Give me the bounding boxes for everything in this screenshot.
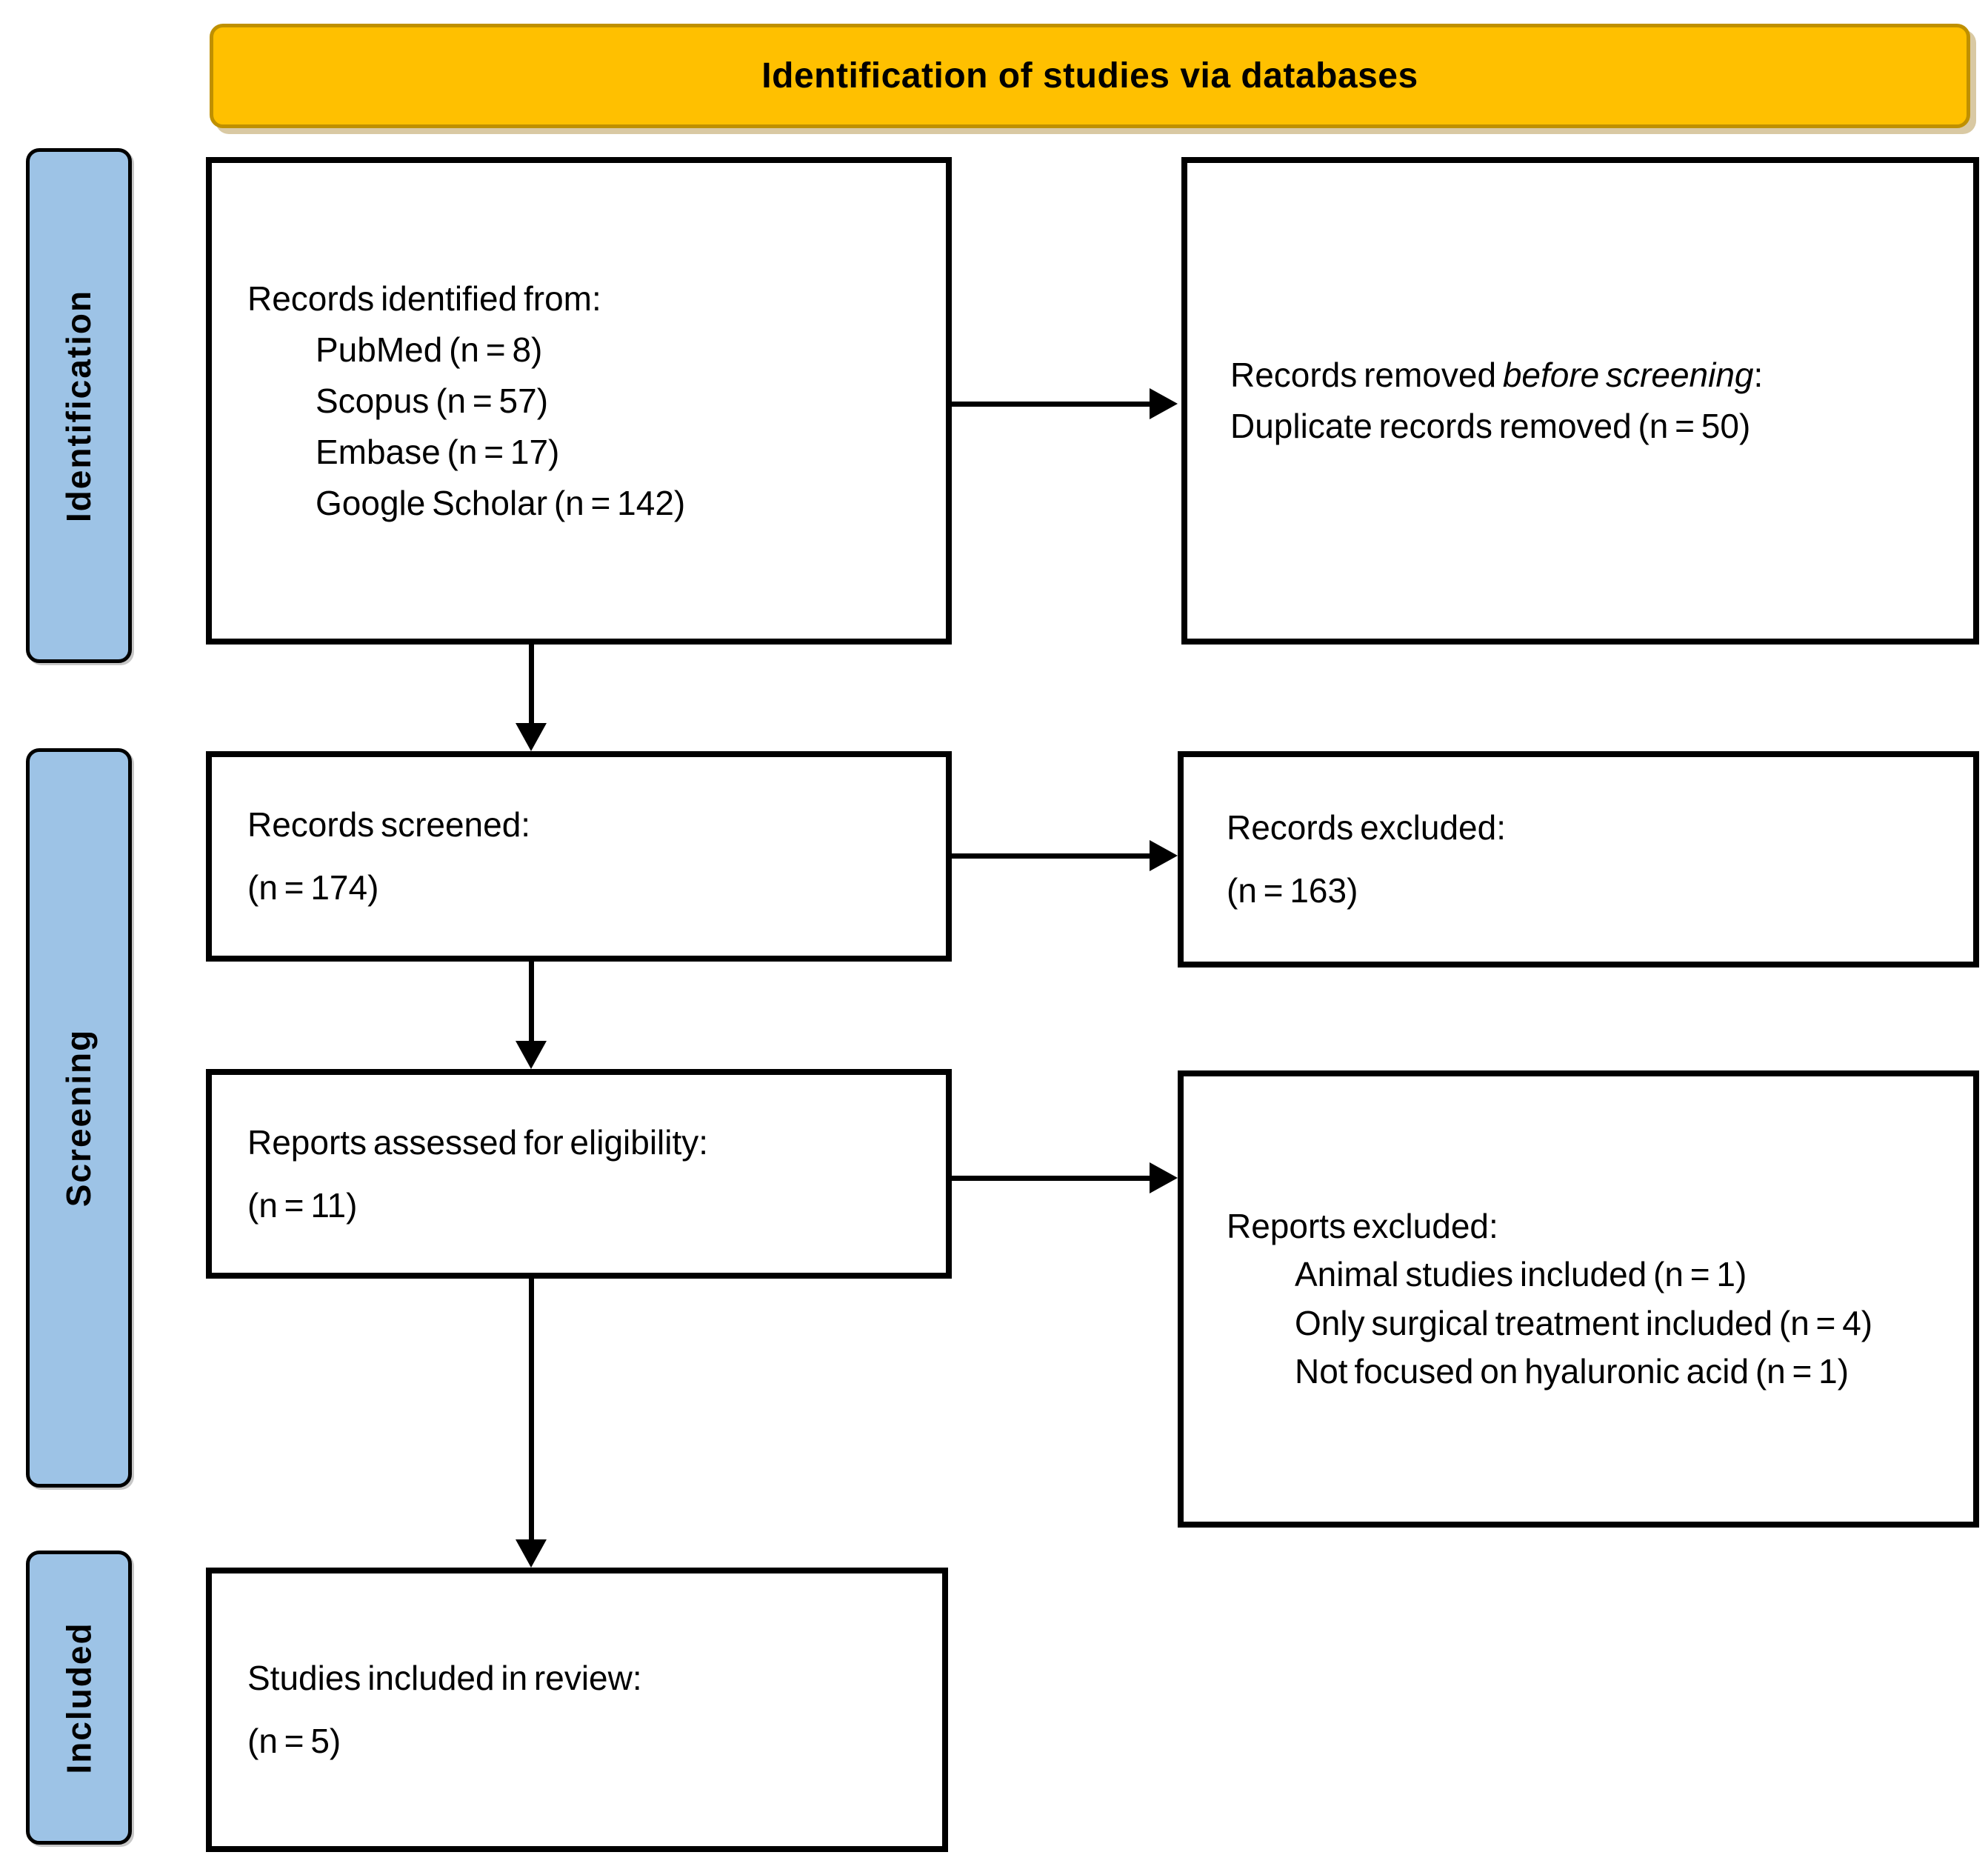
records-identified-item: Google Scholar (n = 142): [316, 483, 686, 522]
stage-identification-label: Identification: [59, 289, 99, 522]
stage-included-label: Included: [59, 1621, 99, 1774]
stage-included: Included: [26, 1551, 132, 1845]
arrow-screened-to-excluded: [952, 853, 1152, 859]
reports-excluded-item: Only surgical treatment included (n = 4): [1295, 1303, 1873, 1342]
arrow-assessed-to-included: [529, 1279, 534, 1544]
arrowhead-down-icon: [516, 723, 547, 751]
records-excluded-count: (n = 163): [1227, 871, 1358, 910]
box-records-screened: Records screened: (n = 174): [206, 751, 952, 962]
box-reports-excluded: Reports excluded: Animal studies include…: [1178, 1070, 1979, 1528]
header-title: Identification of studies via databases: [761, 56, 1418, 96]
box-records-removed: Records removed before screening: Duplic…: [1181, 157, 1979, 645]
reports-excluded-item: Animal studies included (n = 1): [1295, 1255, 1747, 1294]
reports-excluded-intro: Reports excluded:: [1227, 1206, 1498, 1245]
records-identified-item: PubMed (n = 8): [316, 330, 543, 369]
reports-excluded-item: Not focused on hyaluronic acid (n = 1): [1295, 1351, 1849, 1391]
studies-included-line1: Studies included in review:: [247, 1659, 642, 1697]
arrow-identified-to-screened: [529, 645, 534, 727]
stage-identification: Identification: [26, 148, 132, 663]
arrowhead-right-icon: [1150, 840, 1178, 871]
arrowhead-down-icon: [516, 1539, 547, 1568]
records-screened-count: (n = 174): [247, 868, 379, 907]
stage-screening: Screening: [26, 748, 132, 1488]
records-removed-prefix: Records removed: [1230, 356, 1503, 394]
header-banner: Identification of studies via databases: [210, 24, 1970, 128]
records-screened-line1: Records screened:: [247, 805, 531, 844]
arrow-identified-to-removed: [952, 402, 1152, 407]
reports-assessed-line1: Reports assessed for eligibility:: [247, 1122, 709, 1162]
box-studies-included: Studies included in review: (n = 5): [206, 1568, 948, 1852]
arrow-assessed-to-reports-excluded: [952, 1176, 1152, 1181]
records-removed-line2: Duplicate records removed (n = 50): [1230, 407, 1751, 445]
arrowhead-right-icon: [1150, 388, 1178, 419]
arrow-screened-to-assessed: [529, 962, 534, 1045]
records-identified-item: Embase (n = 17): [316, 432, 560, 471]
records-identified-item: Scopus (n = 57): [316, 381, 549, 420]
box-records-excluded: Records excluded: (n = 163): [1178, 751, 1979, 968]
records-identified-intro: Records identified from:: [247, 279, 601, 318]
box-records-identified: Records identified from: PubMed (n = 8) …: [206, 157, 952, 645]
records-removed-suffix: :: [1753, 356, 1764, 394]
arrowhead-down-icon: [516, 1041, 547, 1069]
reports-assessed-count: (n = 11): [247, 1185, 358, 1225]
box-reports-assessed: Reports assessed for eligibility: (n = 1…: [206, 1069, 952, 1279]
arrowhead-right-icon: [1150, 1162, 1178, 1193]
stage-screening-label: Screening: [59, 1028, 99, 1208]
records-removed-line1: Records removed before screening:: [1230, 350, 1960, 401]
records-excluded-line1: Records excluded:: [1227, 808, 1506, 847]
studies-included-count: (n = 5): [247, 1722, 341, 1760]
records-removed-italic: before screening: [1502, 356, 1754, 394]
